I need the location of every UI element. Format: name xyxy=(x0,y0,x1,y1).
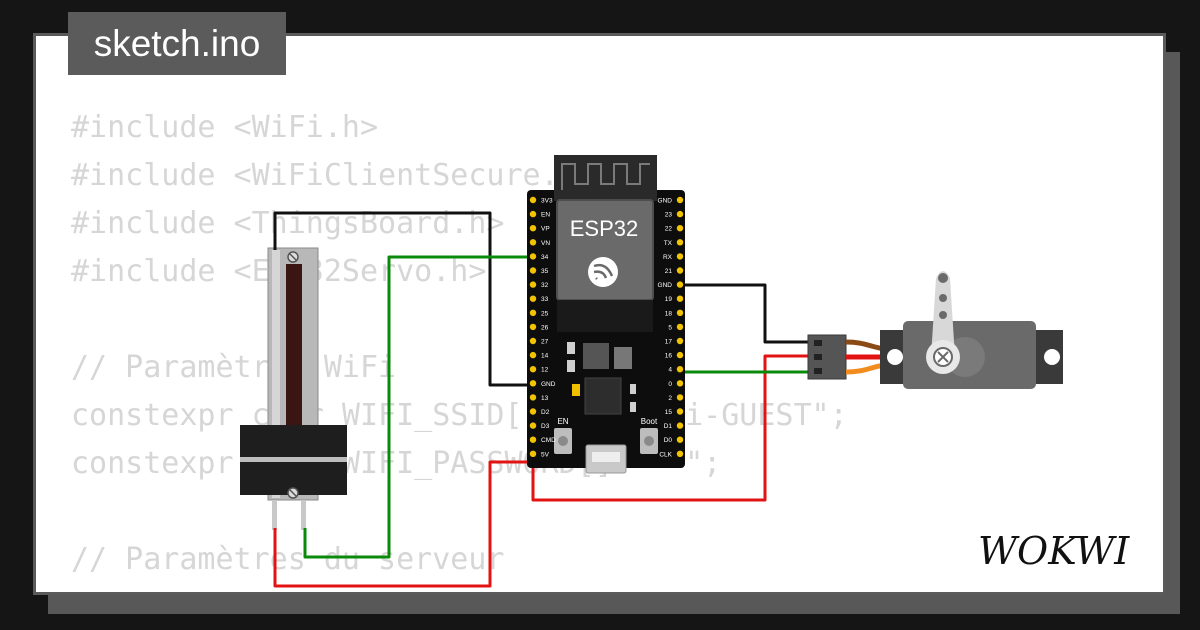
pin[interactable] xyxy=(676,422,684,429)
pin-label: 27 xyxy=(541,339,549,346)
file-tab[interactable]: sketch.ino xyxy=(68,12,286,75)
pin[interactable] xyxy=(676,210,684,218)
pin-label: 12 xyxy=(541,367,549,374)
pin[interactable] xyxy=(676,295,684,302)
pin[interactable] xyxy=(529,196,537,204)
wire-green-pot-signal xyxy=(303,255,533,559)
pin[interactable] xyxy=(676,408,684,415)
pin-label: 17 xyxy=(665,339,673,346)
pin-label: GND xyxy=(658,198,673,205)
wire-black-pot-gnd xyxy=(273,211,533,387)
pin-label: D0 xyxy=(664,437,673,444)
pin[interactable] xyxy=(676,239,684,246)
pin-label: 5V xyxy=(541,451,550,458)
pin-label: 3V3 xyxy=(541,198,553,205)
pin[interactable] xyxy=(529,450,537,457)
pin[interactable] xyxy=(676,225,684,232)
pin-label: VP xyxy=(541,226,550,233)
pin-label: GND xyxy=(541,381,556,388)
board-label: ESP32 xyxy=(570,216,639,241)
pin[interactable] xyxy=(529,281,537,288)
boot-label: Boot xyxy=(641,417,658,426)
pin-label: GND xyxy=(658,282,673,289)
svg-text:WOKWI: WOKWI xyxy=(978,529,1130,573)
pin[interactable] xyxy=(676,337,684,345)
pin-label: CMD xyxy=(541,437,556,444)
pin-label: 23 xyxy=(665,212,673,219)
pin-label: TX xyxy=(664,240,673,247)
pin-label: D1 xyxy=(664,423,673,430)
pin-label: CLK xyxy=(659,451,672,458)
pin[interactable] xyxy=(676,253,684,260)
pin-label: 16 xyxy=(665,353,673,360)
pin-label: 14 xyxy=(541,353,549,360)
pin[interactable] xyxy=(676,351,684,359)
pin-label: 22 xyxy=(665,226,673,233)
pin[interactable] xyxy=(529,239,537,246)
pin[interactable] xyxy=(529,295,537,302)
pin[interactable] xyxy=(676,450,684,457)
pin[interactable] xyxy=(676,281,684,288)
pin-label: 19 xyxy=(665,296,673,303)
wokwi-logo: WOKWI xyxy=(978,529,1130,573)
pin[interactable] xyxy=(676,267,684,274)
pin[interactable] xyxy=(676,323,684,331)
pin[interactable] xyxy=(676,196,684,204)
pin[interactable] xyxy=(529,394,537,401)
pin-label: VN xyxy=(541,240,550,247)
pin-label: 18 xyxy=(665,310,673,317)
wire-black-servo-gnd xyxy=(680,283,812,344)
esp32-board[interactable]: ESP32 EN Boot 3V3ENVPVN34353233252627141… xyxy=(527,155,685,474)
pin[interactable] xyxy=(529,309,537,316)
pin-label: EN xyxy=(541,212,550,219)
pin-label: 4 xyxy=(668,367,672,374)
wire-red-pot-vcc xyxy=(273,460,533,588)
pin-label: 5 xyxy=(668,324,672,331)
pin[interactable] xyxy=(676,309,684,316)
pin-label: 0 xyxy=(668,381,672,388)
pin[interactable] xyxy=(529,337,537,345)
wire-red-board-vcc xyxy=(531,354,812,502)
en-label: EN xyxy=(557,417,568,426)
code-line: #include <WiFi.h> xyxy=(71,110,379,145)
pin[interactable] xyxy=(676,366,684,373)
pin-label: 21 xyxy=(665,268,673,275)
pin[interactable] xyxy=(676,380,684,387)
code-line: constexpr char THINGSBOARD_SERVER[] = "t… xyxy=(71,584,1119,592)
slide-potentiometer[interactable] xyxy=(240,247,347,530)
pin[interactable] xyxy=(529,267,537,274)
pin-label: 25 xyxy=(541,310,549,317)
pin[interactable] xyxy=(529,422,537,429)
pin-label: 35 xyxy=(541,268,549,275)
pin-label: 2 xyxy=(668,395,672,402)
code-line: // Paramètres du serveur xyxy=(71,542,505,577)
servo-motor[interactable] xyxy=(807,271,1063,389)
pin[interactable] xyxy=(676,436,684,443)
pin-label: 15 xyxy=(665,409,673,416)
pin-label: 13 xyxy=(541,395,549,402)
pin[interactable] xyxy=(529,366,537,373)
wires xyxy=(273,211,812,588)
pin[interactable] xyxy=(529,408,537,415)
pin[interactable] xyxy=(529,436,537,443)
pin-label: 26 xyxy=(541,324,549,331)
pin-label: 33 xyxy=(541,296,549,303)
pin-label: 34 xyxy=(541,254,549,261)
code-line: #include <WiFiClientSecure.h> xyxy=(71,158,595,193)
pin-label: 32 xyxy=(541,282,549,289)
pin[interactable] xyxy=(529,253,537,260)
pin[interactable] xyxy=(529,210,537,218)
pin[interactable] xyxy=(676,394,684,401)
pin[interactable] xyxy=(529,225,537,232)
pin[interactable] xyxy=(529,351,537,359)
pin[interactable] xyxy=(529,323,537,331)
pin[interactable] xyxy=(529,380,537,387)
pin-label: D3 xyxy=(541,423,550,430)
pin-label: RX xyxy=(663,254,673,261)
pin-label: D2 xyxy=(541,409,550,416)
